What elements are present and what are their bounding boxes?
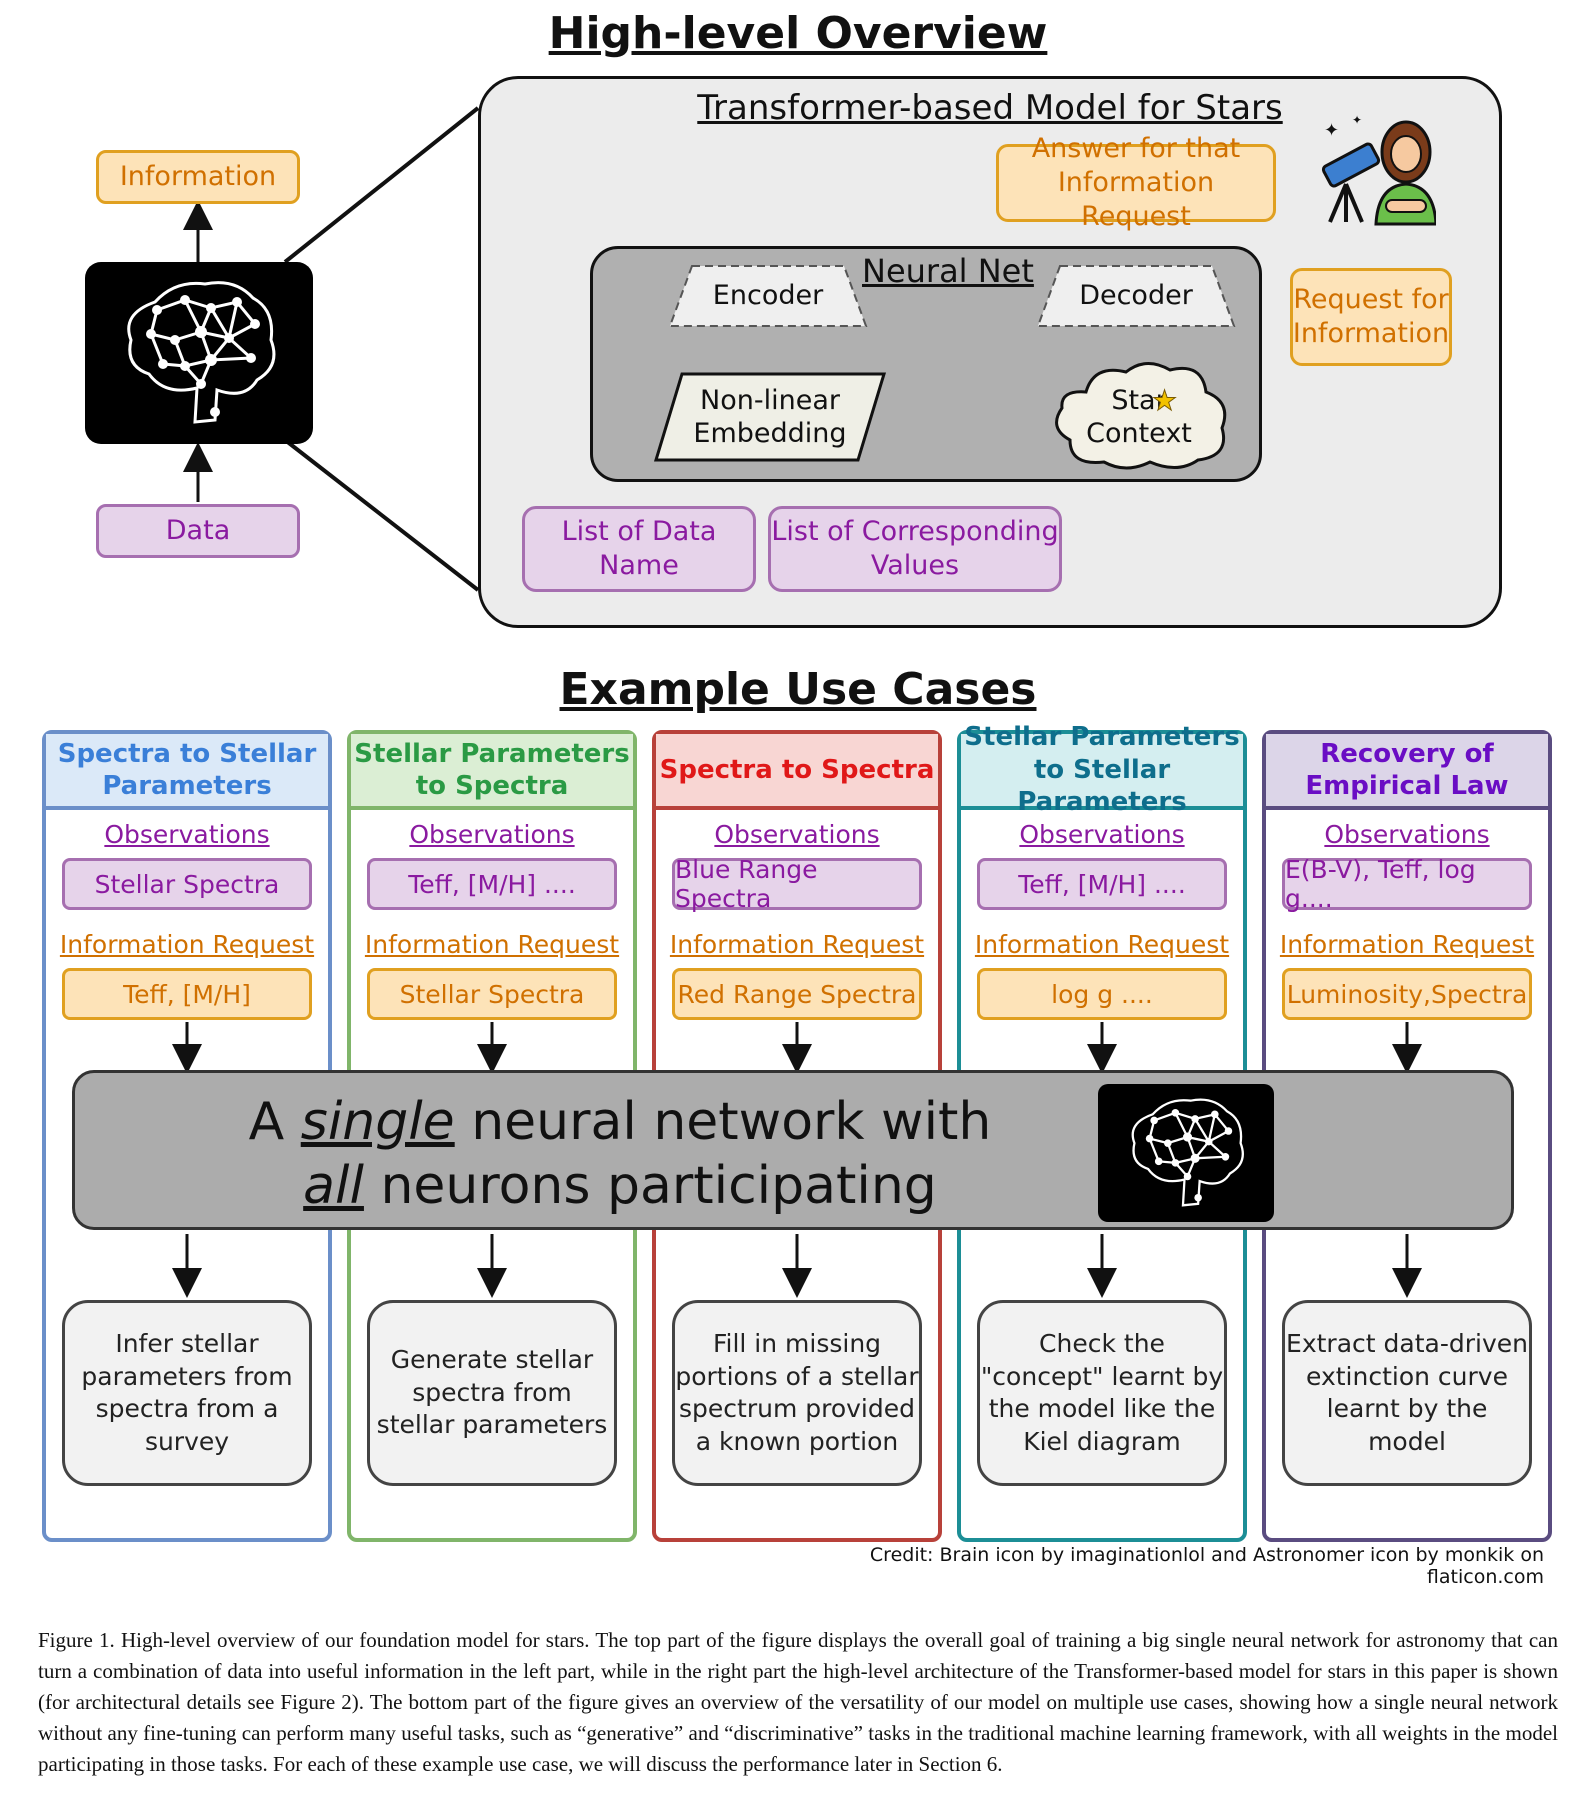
brain-icon-small	[1098, 1084, 1274, 1222]
encoder-label: Encoder	[712, 280, 824, 311]
request-value: Red Range Spectra	[672, 968, 922, 1020]
observation-value: Stellar Spectra	[62, 858, 312, 910]
information-request-label: Information Request	[974, 930, 1230, 959]
use-case-output: Extract data-driven extinction curve lea…	[1282, 1300, 1532, 1486]
data-box: Data	[96, 504, 300, 558]
credit-line: Credit: Brain icon by imaginationlol and…	[869, 1544, 1544, 1588]
information-box: Information	[96, 150, 300, 204]
observation-value: Teff, [M/H] ....	[977, 858, 1227, 910]
observation-value: E(B-V), Teff, log g....	[1282, 855, 1532, 913]
use-case-arrows	[1392, 1022, 1422, 1298]
encoder-shape	[668, 265, 868, 327]
use-cases-title: Example Use Cases	[559, 664, 1037, 715]
embedding-shape	[654, 372, 886, 462]
use-case-title: Spectra to Spectra	[656, 734, 938, 810]
information-request-label: Information Request	[364, 930, 620, 959]
star-context-label: Star Context	[1086, 385, 1192, 449]
embedding-label: Non-linear Embedding	[693, 385, 847, 449]
use-case-arrows	[477, 1022, 507, 1298]
observations-label: Observations	[104, 820, 270, 849]
observations-label: Observations	[409, 820, 575, 849]
use-case-output: Check the "concept" learnt by the model …	[977, 1300, 1227, 1486]
answer-box: Answer for that Information Request	[996, 133, 1276, 232]
brain-icon	[85, 262, 313, 444]
band-l1b: single	[300, 1092, 455, 1152]
decoder-shape	[1036, 265, 1236, 327]
svg-text:✦: ✦	[1352, 114, 1362, 127]
use-case-title: Stellar Parameters to Spectra	[351, 734, 633, 810]
band-l1a: A	[248, 1092, 301, 1152]
use-case-arrows	[782, 1022, 812, 1298]
astronomer-icon: ✦ ✦	[1321, 114, 1436, 226]
request-box: Request for Information	[1290, 268, 1452, 366]
use-case-output: Infer stellar parameters from spectra fr…	[62, 1300, 312, 1486]
observations-label: Observations	[1324, 820, 1490, 849]
star-context-cloud	[1055, 362, 1227, 470]
decoder-label: Decoder	[1079, 280, 1193, 311]
request-value: Stellar Spectra	[367, 968, 617, 1020]
use-case-title: Recovery of Empirical Law	[1266, 734, 1548, 810]
band-l1c: neural network with	[454, 1092, 992, 1152]
information-request-label: Information Request	[1279, 930, 1535, 959]
band-l2a: all	[303, 1156, 364, 1216]
figure-caption: Figure 1. High-level overview of our fou…	[38, 1628, 1558, 1776]
list-values-box: List of Corresponding Values	[768, 506, 1062, 592]
use-case-arrows	[172, 1022, 202, 1298]
svg-text:✦: ✦	[1324, 120, 1339, 141]
use-case-output: Fill in missing portions of a stellar sp…	[672, 1300, 922, 1486]
model-title: Transformer-based Model for Stars	[697, 88, 1283, 128]
star-icon: ★	[1151, 384, 1178, 418]
list-data-name-box: List of Data Name	[522, 506, 756, 592]
use-case-arrows	[1087, 1022, 1117, 1298]
observation-value: Blue Range Spectra	[672, 855, 922, 913]
information-request-label: Information Request	[59, 930, 315, 959]
band-l2b: neurons participating	[363, 1156, 937, 1216]
overview-title: High-level Overview	[548, 8, 1048, 59]
observations-label: Observations	[714, 820, 880, 849]
observation-value: Teff, [M/H] ....	[367, 858, 617, 910]
use-case-output: Generate stellar spectra from stellar pa…	[367, 1300, 617, 1486]
request-value: Luminosity,Spectra	[1282, 968, 1532, 1020]
request-value: Teff, [M/H]	[62, 968, 312, 1020]
neural-net-label: Neural Net	[862, 252, 1034, 290]
observations-label: Observations	[1019, 820, 1185, 849]
information-request-label: Information Request	[669, 930, 925, 959]
use-case-title: Spectra to Stellar Parameters	[46, 734, 328, 810]
band-text: A single neural network with all neurons…	[150, 1090, 1090, 1218]
request-value: log g ....	[977, 968, 1227, 1020]
